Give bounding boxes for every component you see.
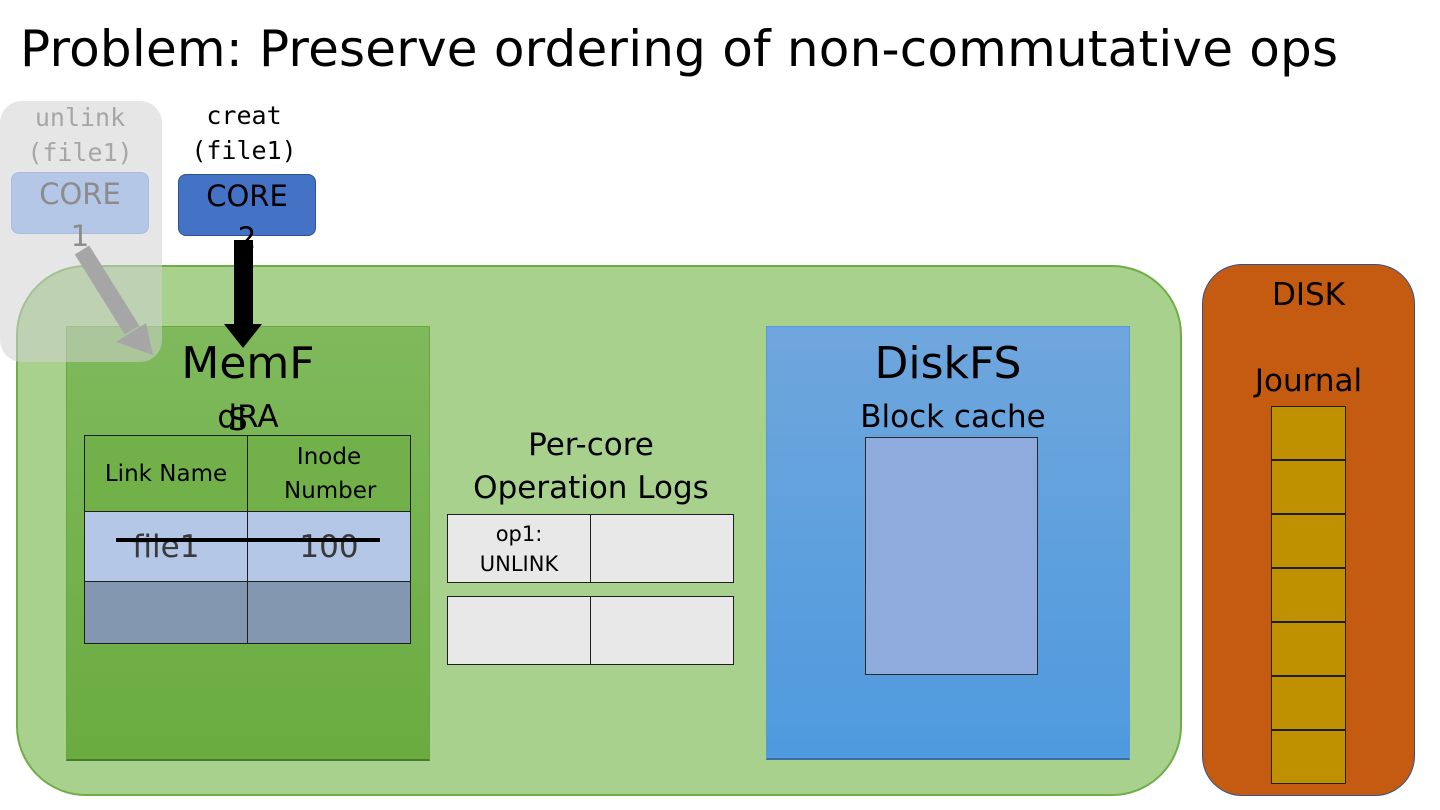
- core1-command-line1: unlink: [34, 103, 126, 132]
- table-row: [84, 581, 411, 644]
- operation-log-core1: op1: UNLINK: [447, 514, 734, 583]
- journal-entry: [1271, 460, 1346, 514]
- cell-link-name: file1: [84, 511, 248, 582]
- core1-command-line2: (file1): [27, 138, 133, 167]
- log-entry: [590, 514, 734, 583]
- memfs-subtitle: dRA: [66, 396, 430, 438]
- core1-command: unlink (file1): [10, 100, 150, 170]
- journal-entry: [1271, 622, 1346, 676]
- header-link-name: Link Name: [84, 435, 248, 512]
- block-cache: [865, 437, 1038, 675]
- core1-box: CORE 1: [11, 172, 149, 253]
- block-cache-label: Block cache: [860, 399, 1046, 435]
- core2-to-memfs-arrow: [224, 240, 262, 348]
- core2-command: creat (file1): [174, 98, 314, 168]
- journal-entry: [1271, 676, 1346, 730]
- log-entry-line1: op1:: [495, 521, 543, 546]
- directory-header-row: Link Name Inode Number: [84, 435, 411, 512]
- cell-link-name: [84, 581, 248, 644]
- header-inode-number: Inode Number: [247, 435, 411, 512]
- log-entry-line2: UNLINK: [479, 551, 559, 576]
- core1-number: 1: [70, 219, 90, 253]
- slide-title: Problem: Preserve ordering of non-commut…: [20, 20, 1339, 78]
- journal-entry: [1271, 730, 1346, 784]
- table-row: file1 100: [84, 511, 411, 582]
- operation-logs-title-line1: Per-core: [528, 427, 654, 463]
- core2-label: CORE: [206, 179, 288, 213]
- operation-logs-title: Per-core Operation Logs: [446, 424, 736, 510]
- journal-entry: [1271, 406, 1346, 460]
- log-entry: op1: UNLINK: [447, 514, 591, 583]
- operation-logs-title-line2: Operation Logs: [473, 470, 709, 506]
- core2-command-line1: creat: [206, 101, 282, 130]
- journal-label: Journal: [1254, 363, 1363, 399]
- header-inode-number-text: Inode Number: [284, 443, 377, 504]
- core1-to-memfs-arrow: [74, 245, 153, 355]
- core1-label: CORE: [39, 177, 121, 211]
- log-entry: [447, 596, 591, 665]
- memfs-subtitle-overlap: R: [237, 399, 258, 435]
- memfs-subtitle-left: d: [217, 399, 238, 435]
- cell-inode-number: [247, 581, 411, 644]
- memfs-title: MemF: [181, 338, 315, 389]
- memfs-subtitle-right: A: [257, 399, 279, 435]
- core2-command-line2: (file1): [191, 136, 297, 165]
- directory-table: Link Name Inode Number file1 100: [84, 435, 411, 644]
- journal-entry: [1271, 568, 1346, 622]
- disk-title: DISK: [1271, 277, 1346, 313]
- journal-entry: [1271, 514, 1346, 568]
- core2-box: CORE 2: [178, 174, 316, 255]
- log-entry: [590, 596, 734, 665]
- memfs-title-overflow: S: [228, 402, 248, 438]
- diskfs-title: DiskFS: [874, 338, 1022, 389]
- operation-log-core2: [447, 596, 734, 665]
- cell-inode-number: 100: [247, 511, 411, 582]
- deleted-entry-strikethrough: [116, 538, 380, 542]
